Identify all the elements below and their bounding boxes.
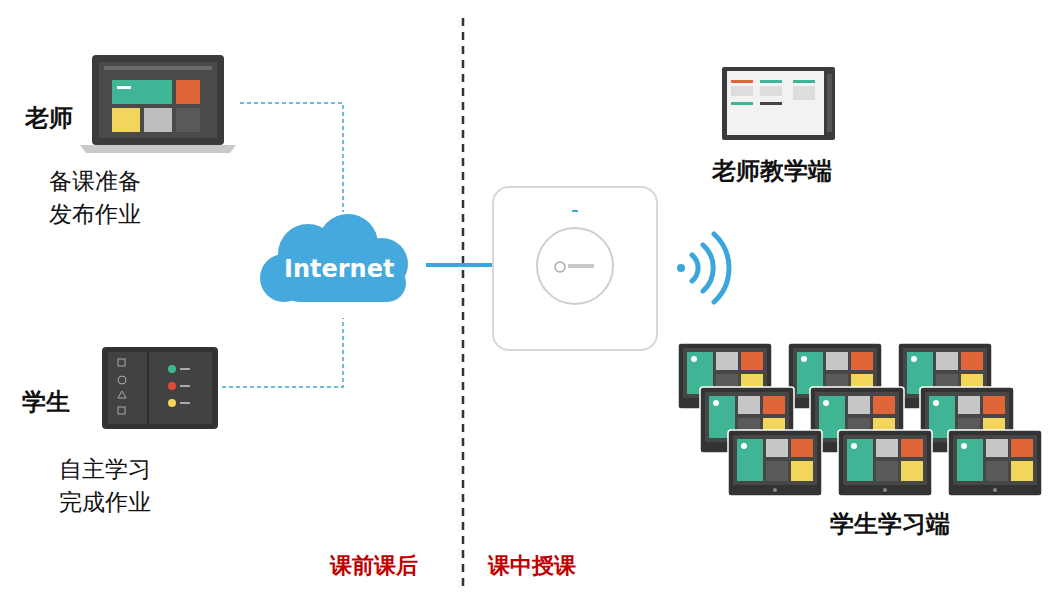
node-label: 老师教学端 (712, 155, 832, 187)
divider-line (462, 18, 465, 590)
student-tablets (678, 343, 1042, 496)
internet-cloud: Internet (250, 212, 428, 318)
teacher-display (722, 67, 835, 140)
node-label: 学生 (22, 386, 70, 418)
node-label: 学生学习端 (830, 508, 950, 540)
tablet (102, 347, 218, 429)
phase-label: 课中授课 (488, 551, 576, 581)
laptop (80, 55, 236, 153)
student-group: 学生学习端 (670, 335, 1048, 550)
dashed-connector (222, 318, 343, 387)
student-tablet: 学生自主学习 完成作业 (18, 340, 222, 520)
dashed-connector (240, 103, 343, 212)
node-label: 老师 (25, 102, 73, 134)
phase-label: 课前课后 (330, 551, 418, 581)
teacher-display: 老师教学端 (700, 60, 860, 190)
node-caption: 自主学习 完成作业 (50, 453, 160, 519)
link-line (426, 263, 496, 267)
access-point (493, 187, 657, 350)
node-label: Internet (284, 255, 394, 283)
node-caption: 备课准备 发布作业 (40, 165, 150, 231)
wifi-symbol (677, 234, 729, 302)
teacher-laptop: 老师备课准备 发布作业 (20, 50, 240, 235)
